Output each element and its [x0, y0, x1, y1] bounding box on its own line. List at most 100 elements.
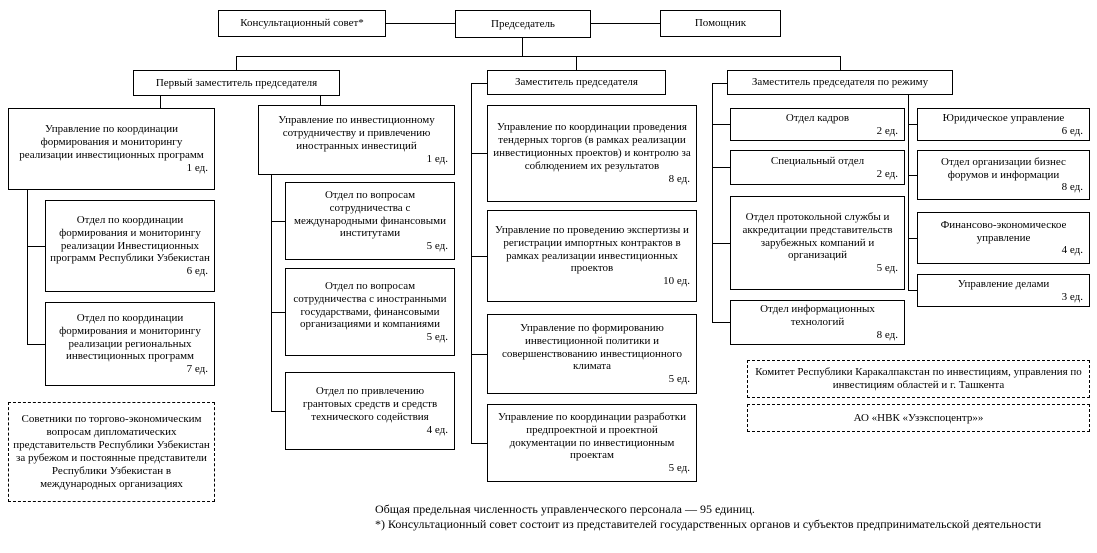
box-title: Отдел по привлечению грантовых средств и… [302, 385, 438, 423]
connector-line [471, 83, 487, 84]
box-col1-dept2: Отдел по координации формирования и мони… [45, 302, 215, 386]
box-col3-dept3: Управление по формированию инвестиционно… [487, 314, 697, 394]
footer-notes: Общая предельная численность управленчес… [375, 502, 1041, 532]
box-label: Помощник [694, 17, 747, 30]
box-regime-deputy: Заместитель председателя по режиму [727, 70, 953, 95]
box-title: Отдел по координации формирования и мони… [59, 311, 201, 363]
connector-line [271, 175, 272, 411]
box-staff-count: 5 ед. [668, 373, 690, 386]
connector-line [591, 23, 660, 24]
box-title: АО «НВК «Узэкспоцентр»» [853, 411, 984, 424]
box-title: Отдел по вопросам сотрудничества с между… [294, 188, 446, 240]
connector-line [471, 153, 487, 154]
box-col4-dept3: Отдел протокольной службы и аккредитации… [730, 196, 905, 290]
connector-line [908, 290, 917, 291]
connector-line [320, 96, 321, 105]
box-title: Специальный отдел [770, 154, 865, 167]
box-title: Отдел по координации формирования и мони… [50, 213, 210, 265]
box-title: Отдел кадров [785, 111, 850, 124]
connector-line [27, 190, 28, 344]
box-col2-dept2: Отдел по вопросам сотрудничества с иност… [285, 268, 455, 356]
connector-line [908, 124, 917, 125]
connector-line [471, 354, 487, 355]
box-uzexpocentre: АО «НВК «Узэкспоцентр»» [747, 404, 1090, 432]
box-label: Заместитель председателя [515, 76, 638, 89]
box-label: Первый заместитель председателя [155, 76, 318, 89]
connector-line [236, 56, 840, 57]
connector-line [908, 95, 909, 290]
box-staff-count: 2 ед. [876, 124, 898, 137]
box-col5-dept4: Управление делами 3 ед. [917, 274, 1090, 307]
box-col2-dept3: Отдел по привлечению грантовых средств и… [285, 372, 455, 450]
box-col1-head: Управление по координации формирования и… [8, 108, 215, 190]
box-staff-count: 4 ед. [1061, 244, 1083, 257]
box-title: Отдел информационных технологий [760, 303, 875, 329]
connector-line [712, 243, 730, 244]
box-staff-count: 5 ед. [876, 262, 898, 275]
connector-line [386, 23, 455, 24]
box-col2-dept1: Отдел по вопросам сотрудничества с между… [285, 182, 455, 260]
connector-line [908, 238, 917, 239]
connector-line [840, 56, 841, 70]
box-col5-dept2: Отдел организации бизнес форумов и инфор… [917, 150, 1090, 200]
connector-line [712, 83, 727, 84]
connector-line [27, 344, 45, 345]
box-staff-count: 1 ед. [426, 152, 448, 165]
footer-footnote: *) Консультационный совет состоит из пре… [375, 517, 1042, 531]
box-staff-count: 8 ед. [1061, 181, 1083, 194]
box-first-deputy: Первый заместитель председателя [133, 70, 340, 96]
box-col2-head: Управление по инвестиционному сотрудниче… [258, 105, 455, 175]
box-deputy: Заместитель председателя [487, 70, 666, 95]
connector-line [712, 167, 730, 168]
box-label: Председатель [491, 17, 555, 30]
box-title: Комитет Республики Каракалпакстан по инв… [755, 366, 1082, 391]
box-title: Отдел организации бизнес форумов и инфор… [941, 155, 1066, 181]
box-title: Управление по координации разработки пре… [498, 410, 686, 462]
box-title: Управление делами [957, 277, 1050, 290]
box-staff-count: 4 ед. [426, 423, 448, 436]
connector-line [271, 312, 285, 313]
connector-line [576, 56, 577, 70]
box-staff-count: 10 ед. [663, 275, 690, 288]
box-title: Управление по координации проведения тен… [493, 121, 691, 172]
box-advisors: Советники по торгово-экономическим вопро… [8, 402, 215, 502]
connector-line [271, 411, 285, 412]
box-col4-dept4: Отдел информационных технологий 8 ед. [730, 300, 905, 345]
box-label: Консультационный совет* [240, 17, 364, 30]
box-staff-count: 8 ед. [668, 172, 690, 185]
box-staff-count: 5 ед. [668, 462, 690, 475]
box-staff-count: 6 ед. [1061, 124, 1083, 137]
connector-line [471, 443, 487, 444]
box-committee-karakalpakstan: Комитет Республики Каракалпакстан по инв… [747, 360, 1090, 398]
connector-line [712, 83, 713, 322]
box-consultative-council: Консультационный совет* [218, 10, 386, 37]
box-title: Финансово-экономическое управление [940, 218, 1067, 244]
box-title: Юридическое управление [942, 111, 1065, 124]
box-staff-count: 5 ед. [426, 331, 448, 344]
box-col5-dept3: Финансово-экономическое управление 4 ед. [917, 212, 1090, 264]
box-col3-dept2: Управление по проведению экспертизы и ре… [487, 210, 697, 302]
box-title: Отдел по вопросам сотрудничества с иност… [293, 279, 447, 331]
connector-line [908, 175, 917, 176]
box-title: Управление по инвестиционному сотрудниче… [278, 114, 435, 152]
box-title: Советники по торгово-экономическим вопро… [13, 413, 210, 490]
box-title: Управление по формированию инвестиционно… [501, 321, 683, 373]
box-title: Управление по координации формирования и… [19, 123, 204, 161]
box-title: Управление по проведению экспертизы и ре… [495, 223, 689, 275]
box-col5-dept1: Юридическое управление 6 ед. [917, 108, 1090, 141]
box-assistant: Помощник [660, 10, 781, 37]
connector-line [160, 96, 161, 108]
box-title: Отдел протокольной службы и аккредитации… [742, 210, 893, 262]
box-staff-count: 8 ед. [876, 328, 898, 341]
box-staff-count: 6 ед. [186, 265, 208, 278]
box-col4-dept2: Специальный отдел 2 ед. [730, 150, 905, 185]
connector-line [522, 38, 523, 56]
connector-line [712, 322, 730, 323]
connector-line [471, 256, 487, 257]
box-staff-count: 3 ед. [1061, 290, 1083, 303]
box-col1-dept1: Отдел по координации формирования и мони… [45, 200, 215, 292]
box-chairman: Председатель [455, 10, 591, 38]
connector-line [712, 124, 730, 125]
connector-line [471, 83, 472, 443]
